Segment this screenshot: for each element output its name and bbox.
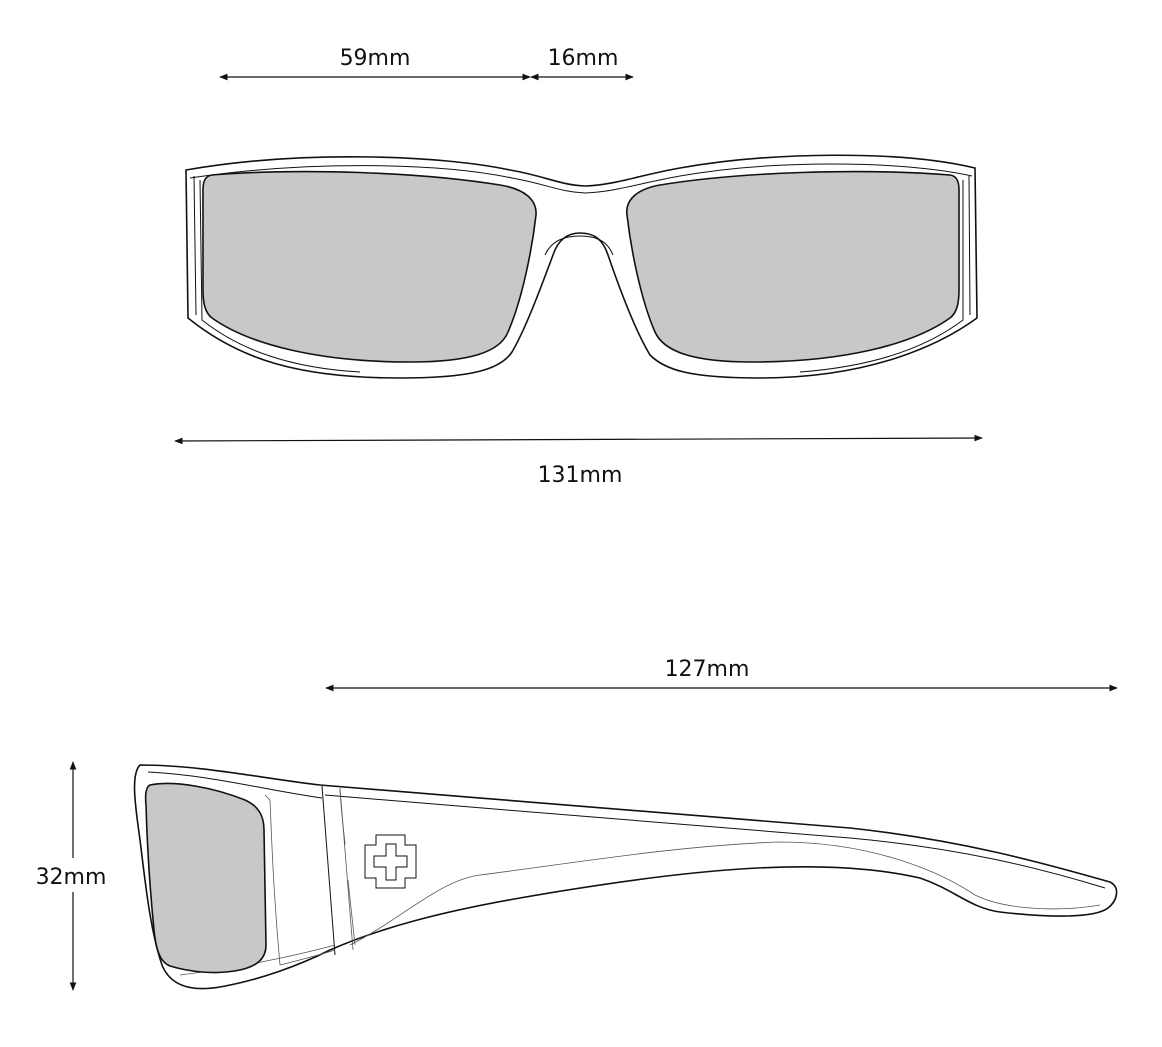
front-nose-bridge (544, 235, 614, 256)
temple-inner-curve (349, 841, 1101, 946)
side-lens (144, 782, 267, 974)
lens-height-label: 32mm (36, 865, 107, 890)
temple-length-dimension: 127mm (325, 657, 1118, 692)
side-rim-top-line (147, 771, 323, 799)
front-lens-right (626, 170, 960, 363)
lens-width-dimension: 59mm (219, 46, 531, 81)
frame-width-arrow (174, 434, 983, 445)
frame-width-label: 131mm (538, 463, 623, 488)
lens-height-dimension: 32mm (36, 761, 107, 991)
temple-lower-seam (347, 879, 356, 946)
frame-width-dimension: 131mm (174, 434, 983, 488)
side-view (133, 764, 1118, 990)
front-top-rim (189, 163, 973, 194)
front-right-side-inner-2 (799, 180, 964, 373)
temple-hinge-line (321, 785, 336, 956)
side-rim-inner-line (264, 794, 336, 966)
side-frame-outline (133, 764, 1118, 990)
front-lens-left (202, 170, 537, 363)
front-view (185, 154, 978, 379)
temple-length-label: 127mm (665, 657, 750, 682)
plus-cross-logo-icon (364, 834, 417, 889)
temple-inner-line-top (324, 794, 1106, 889)
front-left-side-inner (193, 175, 197, 316)
bridge-width-label: 16mm (548, 46, 619, 71)
lens-width-label: 59mm (340, 46, 411, 71)
bridge-width-dimension: 16mm (530, 46, 634, 81)
front-right-side-inner (968, 175, 971, 316)
front-left-side-inner-2 (199, 179, 361, 373)
temple-seam-line (339, 789, 346, 846)
